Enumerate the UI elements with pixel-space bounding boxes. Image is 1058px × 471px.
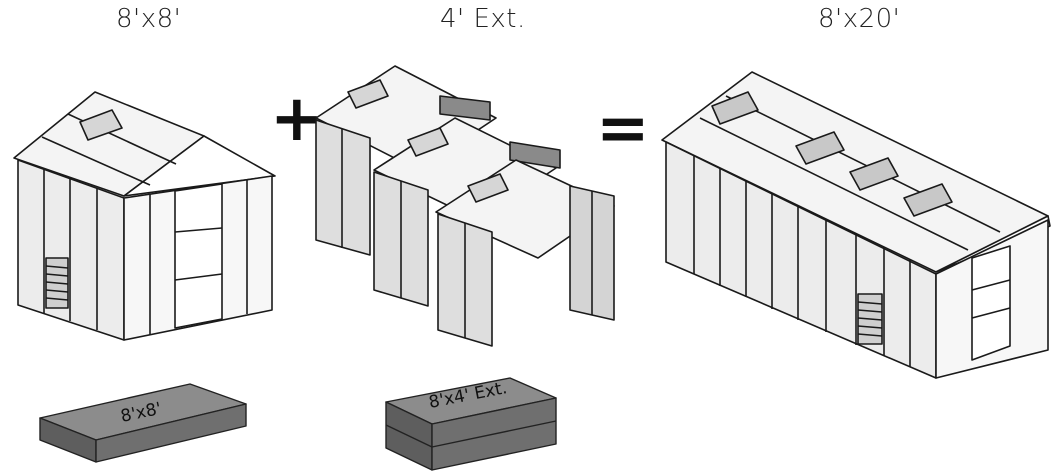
box-extension-illustration	[385, 377, 557, 471]
result-label: 8'x20'	[818, 4, 901, 34]
base-label: 8'x8'	[116, 4, 182, 34]
extension-label: 4' Ext.	[440, 4, 526, 34]
greenhouse-8x8-illustration	[13, 91, 276, 341]
plus-sign: +	[270, 82, 324, 156]
box-8x8-illustration	[39, 383, 247, 463]
extension-panels-illustration	[315, 65, 615, 347]
equals-sign: =	[596, 92, 650, 166]
greenhouse-8x20-illustration	[661, 71, 1051, 379]
